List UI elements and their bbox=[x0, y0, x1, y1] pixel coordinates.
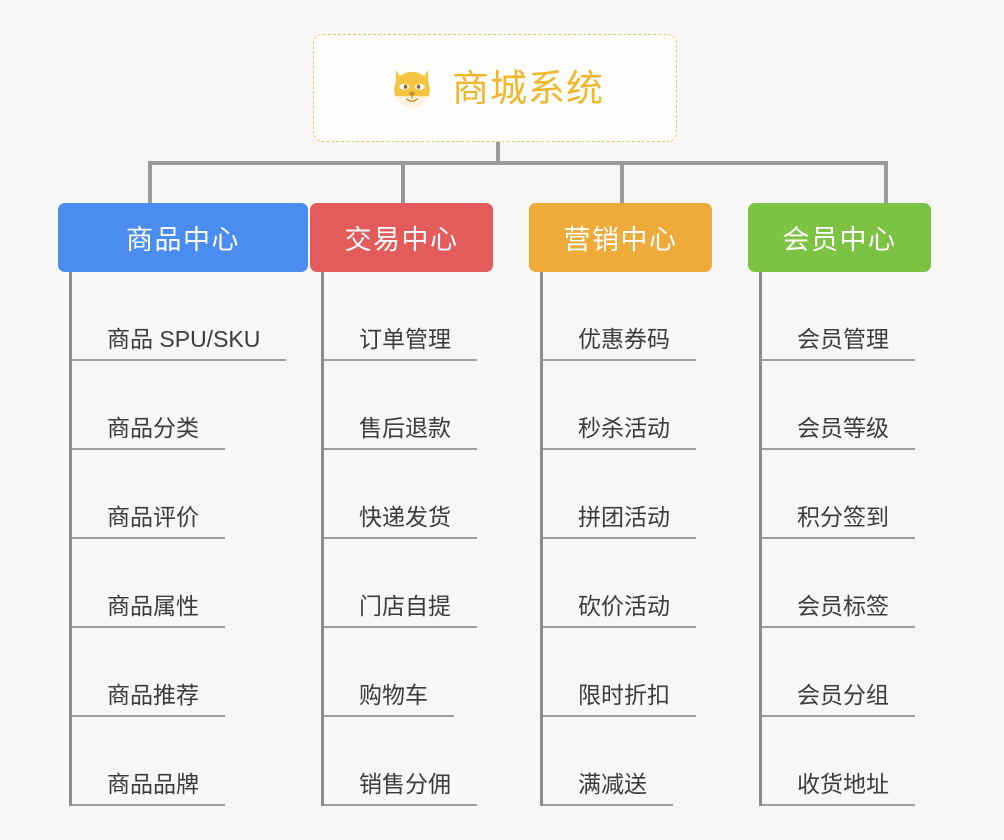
branch-header-1[interactable]: 商品中心 bbox=[58, 203, 308, 272]
leaf-label: 会员等级 bbox=[762, 415, 915, 450]
connector-drop-branch-1 bbox=[148, 161, 152, 205]
leaf-label: 砍价活动 bbox=[543, 593, 696, 628]
connector-drop-branch-2 bbox=[401, 161, 405, 205]
branch-header-1-label: 商品中心 bbox=[126, 225, 240, 255]
list-item[interactable]: 会员标签 bbox=[762, 539, 931, 628]
leaf-label: 快递发货 bbox=[324, 504, 477, 539]
list-item[interactable]: 购物车 bbox=[324, 628, 493, 717]
leaf-label: 会员标签 bbox=[762, 593, 915, 628]
branch-column-3: 营销中心 优惠券码 秒杀活动 拼团活动 砍价活动 限时折扣 满减送 bbox=[529, 203, 712, 806]
leaf-label: 商品属性 bbox=[72, 593, 225, 628]
leaf-label: 商品推荐 bbox=[72, 682, 225, 717]
connector-root-stem bbox=[496, 142, 500, 165]
list-item[interactable]: 会员等级 bbox=[762, 361, 931, 450]
leaf-label: 购物车 bbox=[324, 682, 454, 717]
leaf-label: 拼团活动 bbox=[543, 504, 696, 539]
connector-drop-branch-3 bbox=[620, 161, 624, 205]
list-item[interactable]: 积分签到 bbox=[762, 450, 931, 539]
branch-column-2: 交易中心 订单管理 售后退款 快递发货 门店自提 购物车 销售分佣 bbox=[310, 203, 493, 806]
leaf-label: 会员分组 bbox=[762, 682, 915, 717]
shiba-dog-icon bbox=[394, 70, 430, 108]
branch-header-3[interactable]: 营销中心 bbox=[529, 203, 712, 272]
leaf-rail-1: 商品 SPU/SKU 商品分类 商品评价 商品属性 商品推荐 商品品牌 bbox=[69, 272, 308, 806]
leaf-label: 会员管理 bbox=[762, 326, 915, 361]
branch-column-4: 会员中心 会员管理 会员等级 积分签到 会员标签 会员分组 收货地址 bbox=[748, 203, 931, 806]
leaf-label: 商品评价 bbox=[72, 504, 225, 539]
list-item[interactable]: 限时折扣 bbox=[543, 628, 712, 717]
leaf-label: 秒杀活动 bbox=[543, 415, 696, 450]
branch-header-3-label: 营销中心 bbox=[563, 225, 678, 255]
root-node-mall-system[interactable]: 商城系统 bbox=[313, 34, 677, 142]
branch-column-1: 商品中心 商品 SPU/SKU 商品分类 商品评价 商品属性 商品推荐 商品品牌 bbox=[58, 203, 308, 806]
branch-header-2[interactable]: 交易中心 bbox=[310, 203, 493, 272]
leaf-label: 收货地址 bbox=[762, 771, 915, 806]
connector-horizontal-bus bbox=[148, 161, 888, 165]
list-item[interactable]: 满减送 bbox=[543, 717, 712, 806]
list-item[interactable]: 订单管理 bbox=[324, 272, 493, 361]
list-item[interactable]: 秒杀活动 bbox=[543, 361, 712, 450]
list-item[interactable]: 门店自提 bbox=[324, 539, 493, 628]
list-item[interactable]: 商品评价 bbox=[72, 450, 308, 539]
list-item[interactable]: 商品品牌 bbox=[72, 717, 308, 806]
leaf-label: 商品 SPU/SKU bbox=[72, 326, 287, 361]
branch-header-2-label: 交易中心 bbox=[344, 225, 459, 255]
connector-drop-branch-4 bbox=[884, 161, 888, 205]
branch-header-4-label: 会员中心 bbox=[782, 225, 897, 255]
list-item[interactable]: 收货地址 bbox=[762, 717, 931, 806]
branch-header-4[interactable]: 会员中心 bbox=[748, 203, 931, 272]
list-item[interactable]: 优惠券码 bbox=[543, 272, 712, 361]
list-item[interactable]: 商品分类 bbox=[72, 361, 308, 450]
list-item[interactable]: 会员分组 bbox=[762, 628, 931, 717]
leaf-label: 门店自提 bbox=[324, 593, 477, 628]
leaf-label: 限时折扣 bbox=[543, 682, 696, 717]
leaf-label: 商品品牌 bbox=[72, 771, 225, 806]
leaf-label: 优惠券码 bbox=[543, 326, 696, 361]
leaf-label: 商品分类 bbox=[72, 415, 225, 450]
list-item[interactable]: 商品 SPU/SKU bbox=[72, 272, 308, 361]
list-item[interactable]: 销售分佣 bbox=[324, 717, 493, 806]
list-item[interactable]: 拼团活动 bbox=[543, 450, 712, 539]
list-item[interactable]: 会员管理 bbox=[762, 272, 931, 361]
leaf-label: 积分签到 bbox=[762, 504, 915, 539]
leaf-label: 销售分佣 bbox=[324, 771, 477, 806]
list-item[interactable]: 售后退款 bbox=[324, 361, 493, 450]
leaf-label: 满减送 bbox=[543, 771, 673, 806]
leaf-rail-3: 优惠券码 秒杀活动 拼团活动 砍价活动 限时折扣 满减送 bbox=[540, 272, 712, 806]
list-item[interactable]: 商品推荐 bbox=[72, 628, 308, 717]
leaf-label: 订单管理 bbox=[324, 326, 477, 361]
leaf-rail-4: 会员管理 会员等级 积分签到 会员标签 会员分组 收货地址 bbox=[759, 272, 931, 806]
list-item[interactable]: 砍价活动 bbox=[543, 539, 712, 628]
root-title: 商城系统 bbox=[452, 67, 604, 109]
leaf-rail-2: 订单管理 售后退款 快递发货 门店自提 购物车 销售分佣 bbox=[321, 272, 493, 806]
leaf-label: 售后退款 bbox=[324, 415, 477, 450]
list-item[interactable]: 商品属性 bbox=[72, 539, 308, 628]
list-item[interactable]: 快递发货 bbox=[324, 450, 493, 539]
